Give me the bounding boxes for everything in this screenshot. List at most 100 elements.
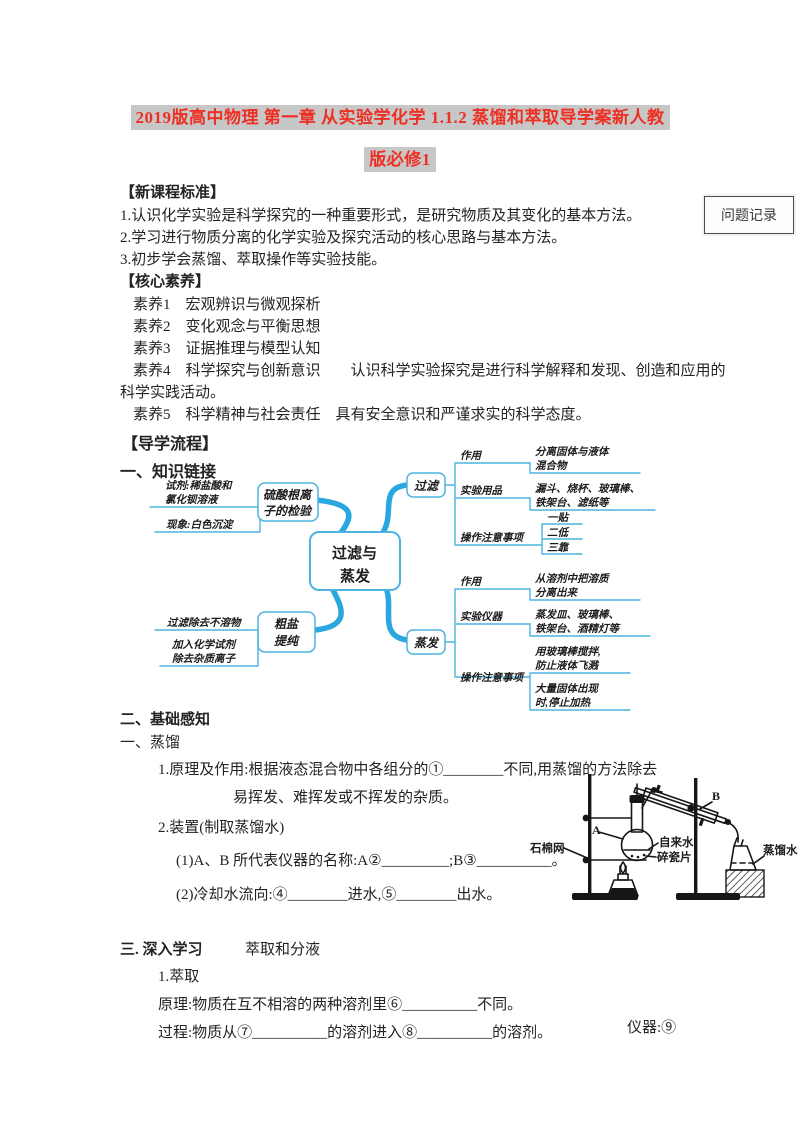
guide-flow-heading: 【导学流程】 [122, 436, 219, 453]
page-title-line2: 版必修1 [0, 145, 800, 172]
core-literacy-line: 素养4 科学探究与创新意识 认识科学实验探究是进行科学解释和发现、创造和应用的 [133, 363, 726, 379]
core-literacy-heading: 【核心素养】 [120, 274, 211, 290]
receiving-flask [725, 819, 765, 898]
core-literacy-line: 素养2 变化观念与平衡思想 [133, 319, 321, 335]
mindmap-evaporate-node: 蒸发 [406, 629, 446, 655]
problem-record-box: 问题记录 [704, 196, 794, 234]
filter-notes-lines [541, 523, 583, 555]
basic-line-principle2: 易挥发、难挥发或不挥发的杂质。 [233, 790, 459, 806]
filter-node-label: 过滤 [414, 479, 440, 493]
mindmap-filtration-evaporation: 试剂:稀盐酸和 氯化钡溶液 现象:白色沉淀 硫酸根离 子的检验 过滤与 蒸发 过… [149, 445, 656, 711]
filter-notes-label: 操作注意事项 [460, 531, 525, 544]
filter-supplies-label: 实验用品 [460, 484, 502, 497]
core-literacy-line: 素养3 证据推理与模型认知 [133, 341, 321, 357]
evap-role-label: 作用 [460, 575, 482, 588]
basic-line-device: 2.装置(制取蒸馏水) [158, 820, 285, 836]
evap-role-value2: 分离出来 [535, 586, 578, 599]
evap-note2-line2: 时,停止加热 [535, 696, 592, 709]
sulfate-node-line1: 硫酸根离 [263, 488, 313, 502]
curriculum-item: 1.认识化学实验是科学探究的一种重要形式，是研究物质及其变化的基本方法。 [120, 208, 642, 224]
basic-heading: 二、基础感知 [120, 712, 211, 728]
basic-line-q1: (1)A、B 所代表仪器的名称:A②_________;B③__________… [176, 853, 567, 869]
page-title-text2: 版必修1 [364, 147, 436, 172]
evap-instruments-value2: 铁架台、酒精灯等 [535, 622, 621, 635]
distillation-apparatus-diagram: 石棉网 A 自来水 碎瓷片 B 蒸馏水 [529, 774, 798, 900]
filter-role-label: 作用 [460, 449, 482, 462]
mindmap-evaporation-branch: 作用 从溶剂中把溶质 分离出来 实验仪器 蒸发皿、玻璃棒、 铁架台、酒精灯等 操… [444, 572, 651, 711]
sulfate-node-box [257, 482, 319, 522]
evap-branch-bracket [444, 588, 531, 678]
remove-ions-line2: 除去杂质离子 [172, 652, 236, 665]
evaporate-node-label: 蒸发 [414, 636, 440, 650]
evap-instruments-value1: 蒸发皿、玻璃棒、 [535, 608, 619, 621]
filter-supplies-underline [529, 497, 656, 511]
center-node-line2: 蒸发 [340, 567, 371, 585]
mindmap-filter-node: 过滤 [406, 472, 446, 498]
evap-note1-line2: 防止液体飞溅 [535, 659, 599, 672]
mindmap-filter-branch: 作用 分离固体与液体 混合物 实验用品 漏斗、烧杯、玻璃棒、 铁架台、滤纸等 操… [444, 445, 656, 555]
mindmap-reagent-group: 试剂:稀盐酸和 氯化钡溶液 现象:白色沉淀 [149, 479, 261, 533]
evap-note2-line1: 大量固体出现 [535, 682, 599, 695]
evap-role-underline [529, 588, 641, 601]
basic-line-q2: (2)冷却水流向:④________进水,⑤________出水。 [176, 887, 502, 903]
deep-process: 过程:物质从⑦__________的溶剂进入⑧__________的溶剂。 [158, 1025, 553, 1041]
apparatus-labels: 石棉网 A 自来水 碎瓷片 B 蒸馏水 [529, 789, 798, 865]
mindmap-center-node: 过滤与 蒸发 [309, 531, 401, 591]
deep-topic: 萃取和分液 [245, 942, 321, 958]
filter-note-3: 三靠 [547, 541, 569, 554]
filter-supplies-value2: 铁架台、滤纸等 [535, 496, 611, 509]
tap-water-label: 自来水 [659, 835, 694, 849]
knowledge-link-heading: 一、知识链接 [120, 464, 217, 481]
porcelain-label: 碎瓷片 [657, 850, 692, 864]
salt-node-line2: 提纯 [274, 634, 300, 648]
curriculum-item: 2.学习进行物质分离的化学实验及探究活动的核心思路与基本方法。 [120, 230, 567, 246]
curriculum-heading: 【新课程标准】 [120, 185, 226, 201]
problem-record-label: 问题记录 [721, 209, 777, 224]
filter-role-underline [529, 462, 641, 474]
core-literacy-line: 素养1 宏观辨识与微观探析 [133, 297, 321, 313]
filter-note-1: 一贴 [547, 511, 570, 524]
deep-sub: 1.萃取 [158, 969, 200, 985]
filter-role-value1: 分离固体与液体 [535, 445, 610, 458]
mindmap-salt-group: 粗盐 提纯 过滤除去不溶物 加入化学试剂 除去杂质离子 [154, 611, 316, 667]
page-title-text1: 2019版高中物理 第一章 从实验学化学 1.1.2 蒸馏和萃取导学案新人教 [130, 105, 670, 130]
evap-instruments-underline [529, 623, 651, 637]
condenser-b-label: B [712, 789, 720, 803]
reagent-line2: 氯化钡溶液 [165, 493, 220, 506]
filter-note-2: 二低 [547, 526, 569, 539]
evap-notes-underlines [529, 672, 631, 711]
filter-supplies-value1: 漏斗、烧杯、玻璃棒、 [535, 482, 640, 495]
evap-note1-line1: 用玻璃棒搅拌, [534, 645, 601, 658]
deep-principle: 原理:物质在互不相溶的两种溶剂里⑥__________不同。 [158, 997, 523, 1013]
remove-ions-line1: 加入化学试剂 [171, 638, 237, 651]
center-node-box [309, 531, 401, 591]
branch-salt [312, 585, 344, 633]
evap-instruments-label: 实验仪器 [460, 610, 503, 623]
deep-heading: 三. 深入学习 [120, 942, 203, 958]
sulfate-node-line2: 子的检验 [263, 504, 313, 518]
filter-branch-bracket [444, 462, 543, 546]
basic-line-principle: 1.原理及作用:根据液态混合物中各组分的①________不同,用蒸馏的方法除去 [158, 762, 658, 778]
condenser [633, 784, 728, 827]
right-iron-stand [676, 778, 740, 900]
evap-role-value1: 从溶剂中把溶质 [535, 572, 610, 585]
distilled-water-label: 蒸馏水 [763, 843, 798, 857]
core-literacy-line: 素养5 科学精神与社会责任 具有安全意识和严谨求实的科学态度。 [133, 407, 591, 423]
evap-notes-label: 操作注意事项 [460, 671, 525, 684]
salt-node-line1: 粗盐 [274, 617, 300, 631]
alcohol-lamp [607, 861, 639, 897]
remove-insoluble-label: 过滤除去不溶物 [167, 616, 243, 629]
branch-sulfate [313, 497, 352, 537]
core-literacy-line: 科学实践活动。 [120, 385, 226, 401]
filter-role-value2: 混合物 [535, 459, 569, 472]
reagent-line1: 试剂:稀盐酸和 [165, 479, 233, 492]
flask-a-label: A [592, 823, 601, 837]
mindmap-sulfate-node: 硫酸根离 子的检验 [257, 482, 319, 522]
page-title-line1: 2019版高中物理 第一章 从实验学化学 1.1.2 蒸馏和萃取导学案新人教 [0, 103, 800, 130]
branch-filter [379, 482, 410, 537]
curriculum-item: 3.初步学会蒸馏、萃取操作等实验技能。 [120, 252, 387, 268]
deep-instrument: 仪器:⑨ [627, 1020, 677, 1036]
phenomenon-label: 现象:白色沉淀 [166, 518, 235, 531]
asbestos-net-label: 石棉网 [529, 841, 565, 855]
